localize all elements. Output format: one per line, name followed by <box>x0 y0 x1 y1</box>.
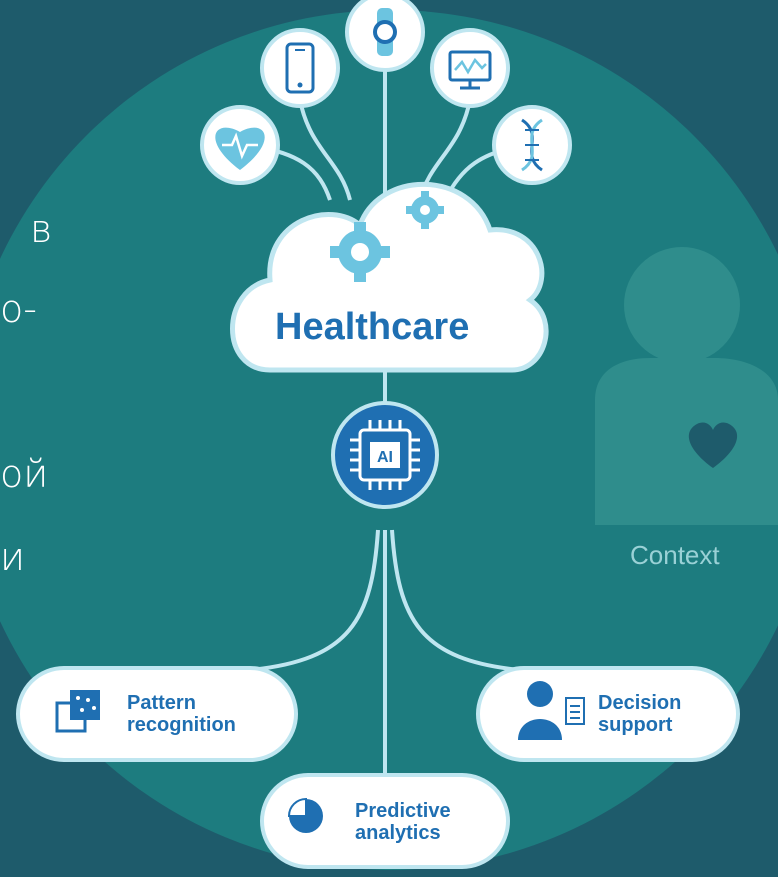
left-text-line-4: и <box>0 535 26 579</box>
healthcare-cloud <box>230 181 549 373</box>
device-icons <box>200 0 572 185</box>
dna-icon <box>492 105 572 185</box>
monitor-graph-icon <box>430 28 510 108</box>
output-connectors <box>249 529 521 775</box>
smartwatch-icon <box>345 0 425 72</box>
pattern-label-line1: Pattern <box>127 692 196 714</box>
cloud-title: Healthcare <box>275 306 470 348</box>
pattern-recognition-label: Pattern recognition <box>127 692 236 736</box>
doctor-icon <box>518 681 585 740</box>
heart-icon <box>688 422 738 468</box>
predictive-analytics-box <box>260 773 510 869</box>
predictive-label-line1: Predictive <box>355 800 451 822</box>
decision-label-line2: support <box>598 714 673 736</box>
smartphone-icon <box>260 28 340 108</box>
heart-monitor-icon <box>200 105 280 185</box>
person-label: Context <box>630 540 720 570</box>
decision-support-label: Decision support <box>598 692 681 736</box>
small-gear-icon <box>406 191 444 229</box>
left-text-line-3: ой <box>0 452 49 496</box>
pattern-label-line2: recognition <box>127 714 236 736</box>
predictive-label-line2: analytics <box>355 822 441 844</box>
pattern-recognition-icon <box>55 690 100 733</box>
decision-label-line1: Decision <box>598 692 682 714</box>
left-text-line-1: в <box>30 207 53 251</box>
pie-chart-icon <box>287 797 323 833</box>
ai-chip: AI <box>331 401 439 509</box>
gear-icon <box>330 222 390 282</box>
person-silhouette <box>595 247 778 525</box>
left-text-line-2: о- <box>0 287 37 331</box>
predictive-analytics-label: Predictive analytics <box>355 800 451 844</box>
ai-chip-label: AI <box>377 449 393 466</box>
